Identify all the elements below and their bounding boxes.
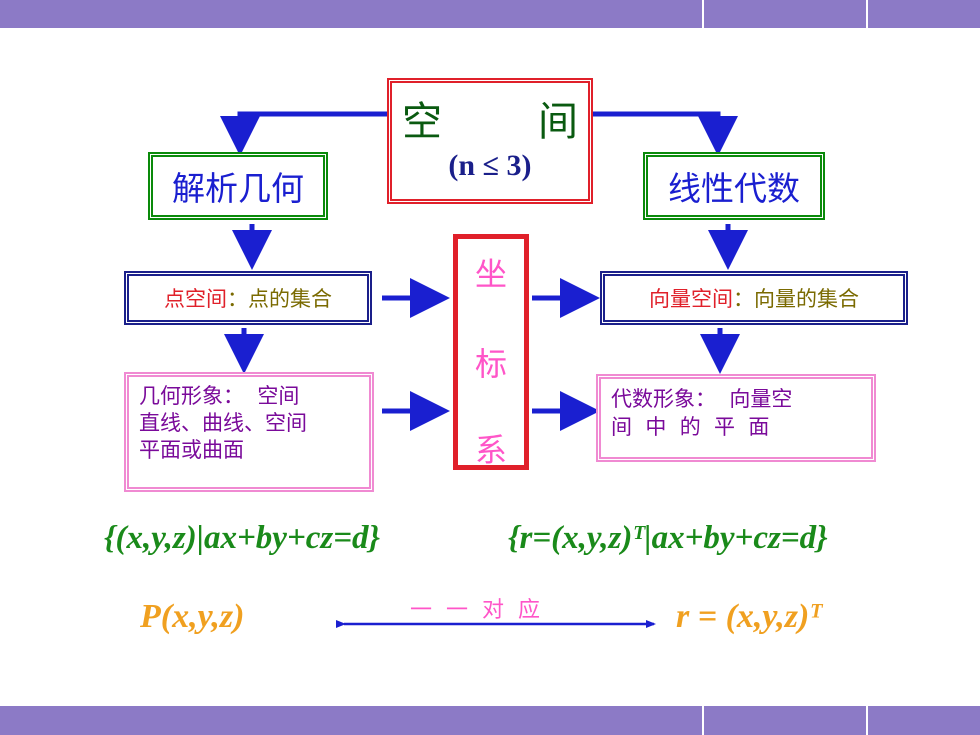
coord-char-zuo: 坐	[474, 255, 507, 293]
coord-char-xi: 系	[474, 431, 507, 469]
arrow-space-to-analytic	[220, 111, 388, 156]
plane-equation-point-set: {(x,y,z)|ax+by+cz=d}	[104, 520, 381, 556]
top-banner-bar	[0, 0, 980, 28]
bottom-bar-divider	[866, 706, 868, 735]
point-space-definition: 点的集合	[248, 287, 332, 311]
linear-algebra-box: 线性代数	[643, 152, 825, 220]
geometric-image-line: 直线、曲线、空间	[139, 411, 307, 435]
plane-equation-vector-set: {r=(x,y,z)ᵀ|ax+by+cz=d}	[508, 520, 828, 556]
vector-space-box: 向量空间：向量的集合	[600, 271, 908, 325]
correspondence-label: 一 一 对 应	[410, 598, 540, 623]
vector-coordinates: r = (x,y,z)ᵀ	[676, 598, 822, 635]
point-space-box: 点空间：点的集合	[124, 271, 372, 325]
geometric-image-box: 几何形象： 空间 直线、曲线、空间 平面或曲面	[124, 372, 374, 492]
space-title-left: 空	[402, 99, 442, 145]
space-condition: (n ≤ 3)	[448, 149, 532, 182]
geometric-image-line: 平面或曲面	[139, 438, 244, 462]
linear-algebra-title: 线性代数	[668, 169, 800, 208]
bottom-banner-bar	[0, 706, 980, 735]
vector-space-sep: ：	[733, 287, 754, 311]
coord-char-biao: 标	[474, 345, 507, 383]
point-space-label: 点空间	[164, 287, 227, 311]
analytic-geometry-box: 解析几何	[148, 152, 328, 220]
vector-space-definition: 向量的集合	[754, 287, 859, 311]
point-space-sep: ：	[227, 287, 248, 311]
coordinate-system-box: 坐 标 系	[453, 234, 529, 470]
algebraic-image-line: 代数形象： 向量空	[611, 387, 793, 411]
point-coordinates: P(x,y,z)	[140, 598, 245, 635]
top-bar-divider	[866, 0, 868, 28]
space-title-right: 间	[538, 99, 578, 145]
arrow-space-to-linear	[584, 111, 738, 156]
vector-space-label: 向量空间	[649, 287, 733, 311]
algebraic-image-line: 间 中 的 平 面	[611, 415, 770, 439]
top-bar-divider	[702, 0, 704, 28]
bottom-bar-divider	[702, 706, 704, 735]
geometric-image-line: 几何形象： 空间	[139, 384, 300, 408]
space-box: 空 间 (n ≤ 3)	[387, 78, 593, 204]
analytic-geometry-title: 解析几何	[172, 169, 304, 208]
algebraic-image-box: 代数形象： 向量空 间 中 的 平 面	[596, 374, 876, 462]
